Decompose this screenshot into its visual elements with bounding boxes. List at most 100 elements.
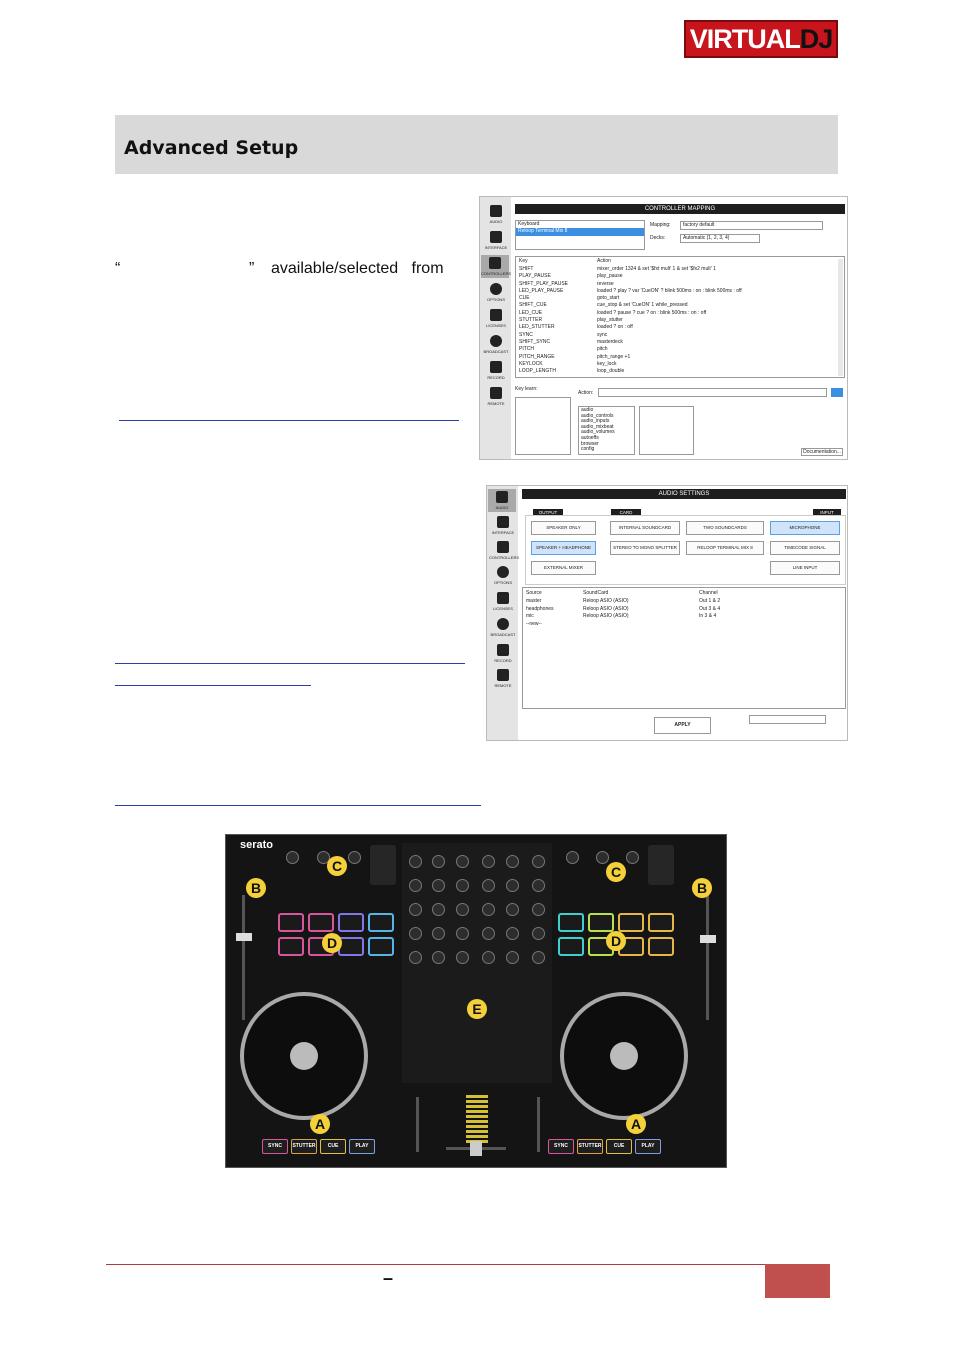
- key-learn-box[interactable]: [515, 397, 571, 455]
- microphone-button[interactable]: MICROPHONE: [770, 521, 840, 535]
- mixer-knob[interactable]: [506, 879, 519, 892]
- subcategory-list[interactable]: [639, 406, 694, 455]
- line-input-button[interactable]: LINE INPUT: [770, 561, 840, 575]
- mixer-knob[interactable]: [409, 855, 422, 868]
- mixer-knob[interactable]: [506, 927, 519, 940]
- category-item[interactable]: audio_mixbeat: [581, 423, 614, 430]
- mixer-knob[interactable]: [432, 903, 445, 916]
- device-list[interactable]: Keyboard Reloop Terminal Mix 8: [515, 220, 645, 250]
- documentation-button[interactable]: Documentation...: [801, 448, 843, 456]
- category-item[interactable]: autoeffs: [581, 434, 599, 441]
- mixer-knob[interactable]: [482, 903, 495, 916]
- mapping-select[interactable]: factory default: [680, 221, 823, 230]
- transport-sync-button[interactable]: SYNC: [548, 1139, 574, 1154]
- mixer-knob[interactable]: [532, 951, 545, 964]
- learn-button[interactable]: [831, 388, 843, 397]
- category-item[interactable]: audio_inputs: [581, 418, 610, 425]
- sidebar-licenses[interactable]: LICENSES: [489, 592, 517, 611]
- mixer-knob[interactable]: [532, 903, 545, 916]
- performance-pad[interactable]: [368, 913, 394, 932]
- mixer-knob[interactable]: [432, 951, 445, 964]
- sidebar-broadcast[interactable]: BROADCAST: [482, 335, 510, 354]
- mixer-knob[interactable]: [432, 927, 445, 940]
- category-item[interactable]: config: [581, 446, 595, 453]
- mixer-knob[interactable]: [456, 903, 469, 916]
- performance-pad[interactable]: [278, 937, 304, 956]
- hyperlink-underline[interactable]: [115, 685, 311, 686]
- sidebar-controllers[interactable]: CONTROLLERS: [489, 541, 519, 560]
- knob[interactable]: [596, 851, 609, 864]
- stereo-mono-splitter-button[interactable]: STEREO TO MONO SPLITTER: [610, 541, 680, 555]
- pitch-fader[interactable]: [700, 935, 716, 943]
- device-item-selected[interactable]: Reloop Terminal Mix 8: [516, 228, 644, 236]
- mixer-knob[interactable]: [432, 855, 445, 868]
- mixer-knob[interactable]: [432, 879, 445, 892]
- external-mixer-button[interactable]: EXTERNAL MIXER: [531, 561, 596, 575]
- scrollbar[interactable]: [838, 259, 843, 376]
- mixer-knob[interactable]: [482, 927, 495, 940]
- sidebar-options[interactable]: OPTIONS: [482, 283, 510, 302]
- sidebar-controllers[interactable]: CONTROLLERS: [481, 255, 511, 278]
- mixer-knob[interactable]: [532, 879, 545, 892]
- browse-encoder[interactable]: [648, 845, 674, 885]
- mixer-knob[interactable]: [506, 903, 519, 916]
- sidebar-record[interactable]: RECORD: [489, 644, 517, 663]
- tab-card[interactable]: CARD: [611, 509, 641, 516]
- transport-cue-button[interactable]: CUE: [320, 1139, 346, 1154]
- latency-select[interactable]: [749, 715, 826, 724]
- transport-cue-button[interactable]: CUE: [606, 1139, 632, 1154]
- knob[interactable]: [286, 851, 299, 864]
- performance-pad[interactable]: [618, 913, 644, 932]
- performance-pad[interactable]: [648, 913, 674, 932]
- audio-route-row[interactable]: --new--: [526, 621, 842, 629]
- performance-pad[interactable]: [558, 937, 584, 956]
- mixer-knob[interactable]: [456, 855, 469, 868]
- category-item[interactable]: audio_volumes: [581, 429, 615, 436]
- knob[interactable]: [348, 851, 361, 864]
- mixer-knob[interactable]: [506, 855, 519, 868]
- category-item[interactable]: browser: [581, 440, 599, 447]
- category-item[interactable]: audio_controls: [581, 412, 614, 419]
- transport-stutter-button[interactable]: STUTTER: [291, 1139, 317, 1154]
- performance-pad[interactable]: [368, 937, 394, 956]
- tab-input[interactable]: INPUT: [813, 509, 841, 516]
- sidebar-interface[interactable]: INTERFACE: [489, 516, 517, 535]
- two-soundcards-button[interactable]: TWO SOUNDCARDS: [686, 521, 764, 535]
- mixer-knob[interactable]: [409, 903, 422, 916]
- mixer-knob[interactable]: [409, 951, 422, 964]
- knob[interactable]: [626, 851, 639, 864]
- transport-play-button[interactable]: PLAY: [349, 1139, 375, 1154]
- performance-pad[interactable]: [308, 913, 334, 932]
- performance-pad[interactable]: [278, 913, 304, 932]
- speaker-only-button[interactable]: SPEAKER ONLY: [531, 521, 596, 535]
- mixer-knob[interactable]: [409, 879, 422, 892]
- decks-select[interactable]: Automatic (1, 2, 3, 4): [680, 234, 760, 243]
- mixer-knob[interactable]: [482, 855, 495, 868]
- sidebar-remote[interactable]: REMOTE: [489, 669, 517, 688]
- reloop-terminal-mix-button[interactable]: RELOOP TERMINAL MIX 8: [686, 541, 764, 555]
- sidebar-interface[interactable]: INTERFACE: [482, 231, 510, 250]
- performance-pad[interactable]: [588, 913, 614, 932]
- timecode-signal-button[interactable]: TIMECODE SIGNAL: [770, 541, 840, 555]
- transport-play-button[interactable]: PLAY: [635, 1139, 661, 1154]
- sidebar-audio[interactable]: AUDIO: [482, 205, 510, 224]
- mixer-knob[interactable]: [456, 927, 469, 940]
- action-input[interactable]: [598, 388, 827, 397]
- browse-encoder[interactable]: [370, 845, 396, 885]
- mixer-knob[interactable]: [456, 879, 469, 892]
- speaker-headphone-button[interactable]: SPEAKER + HEADPHONE: [531, 541, 596, 555]
